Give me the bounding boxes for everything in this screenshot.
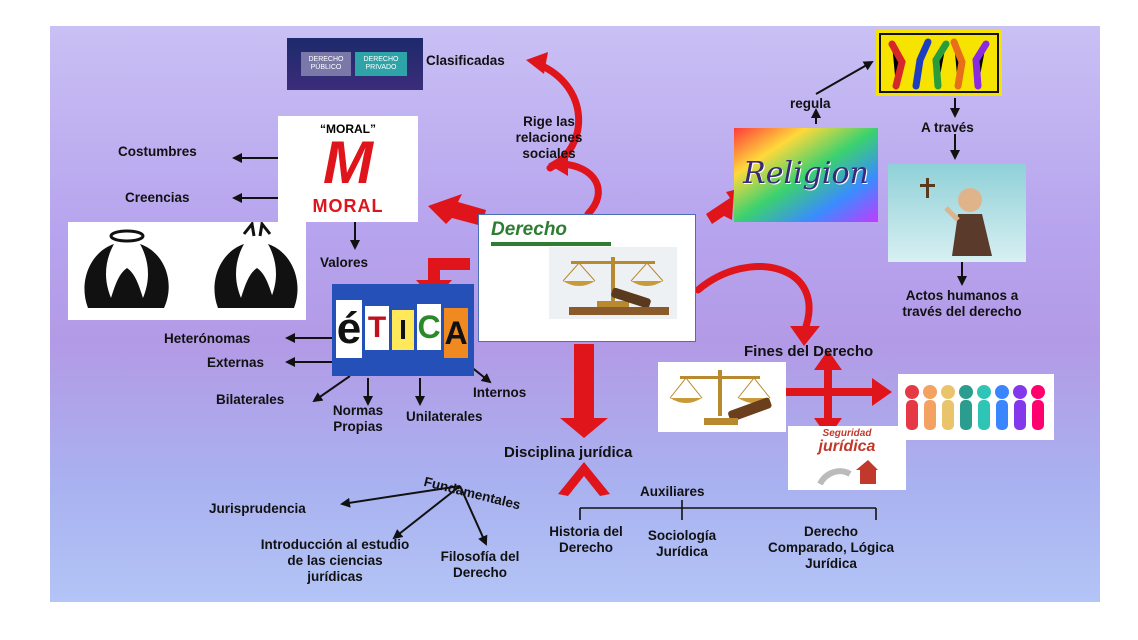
religion-image: Religion bbox=[734, 128, 878, 222]
scales-gavel-icon bbox=[669, 370, 772, 425]
red-cross-vertical bbox=[814, 350, 842, 438]
derecho-privado-text: DERECHO PRIVADO bbox=[363, 56, 399, 71]
label-valores: Valores bbox=[320, 255, 369, 270]
moral-letter: M bbox=[323, 129, 373, 196]
people-image bbox=[898, 374, 1054, 440]
label-a-traves: A través bbox=[921, 120, 974, 135]
dancers-image bbox=[876, 30, 1002, 96]
moral-word: MORAL bbox=[312, 196, 384, 216]
religion-title: Religion bbox=[743, 156, 869, 191]
derecho-title: Derecho bbox=[491, 219, 568, 240]
label-actos: Actos humanos a través del derecho bbox=[902, 288, 1022, 319]
etica-letter-1: é bbox=[336, 300, 362, 358]
red-arrow-down bbox=[560, 344, 608, 438]
label-regula: regula bbox=[790, 96, 831, 111]
label-unilaterales: Unilaterales bbox=[406, 409, 483, 424]
etica-image: é T I C A bbox=[332, 284, 474, 376]
etica-letter-4: C bbox=[417, 304, 441, 350]
arrow-to-introduccion bbox=[392, 485, 461, 540]
derecho-classification-image: DERECHO PÚBLICO DERECHO PRIVADO bbox=[287, 38, 423, 90]
arrow-to-dancers bbox=[815, 61, 874, 95]
label-comparado: Derecho Comparado, Lógica Jurídica bbox=[767, 524, 894, 571]
seguridad-line2: jurídica bbox=[818, 438, 876, 455]
label-filosofia: Filosofía del Derecho bbox=[440, 549, 520, 580]
scales-of-justice-icon bbox=[549, 247, 677, 319]
label-bilaterales: Bilaterales bbox=[216, 392, 285, 407]
label-heteronomas: Heterónomas bbox=[164, 331, 251, 346]
red-head-rige bbox=[548, 152, 568, 176]
derecho-publico-text: DERECHO PÚBLICO bbox=[308, 56, 344, 71]
red-head-clasificadas bbox=[526, 52, 548, 74]
red-arrow-to-religion bbox=[706, 190, 734, 224]
etica-letter-5: A bbox=[444, 308, 468, 358]
label-clasificadas: Clasificadas bbox=[426, 53, 505, 68]
auxiliares-bracket bbox=[579, 500, 877, 520]
concept-map: DERECHO PÚBLICO DERECHO PRIVADO Clasific… bbox=[50, 26, 1100, 602]
arrow-to-jurisprudencia bbox=[340, 485, 461, 508]
derecho-publico-box: DERECHO PÚBLICO bbox=[301, 52, 351, 76]
label-introduccion: Introducción al estudio de las ciencias … bbox=[260, 537, 410, 584]
people-chain-icon bbox=[905, 385, 1045, 430]
red-arrow-to-moral bbox=[428, 194, 486, 226]
etica-letters: é T I C A bbox=[336, 300, 468, 358]
praying-person-icon bbox=[920, 178, 992, 256]
praying-image bbox=[888, 164, 1026, 262]
house-hand-icon bbox=[817, 460, 878, 486]
religion-mosaic-icon bbox=[734, 128, 878, 222]
derecho-title-underline bbox=[491, 242, 611, 246]
derecho-center-card: Derecho bbox=[478, 214, 696, 342]
label-creencias: Creencias bbox=[125, 190, 190, 205]
label-normas-propias: Normas Propias bbox=[332, 403, 384, 434]
red-curve-rige bbox=[558, 160, 602, 218]
label-fines-del-derecho: Fines del Derecho bbox=[744, 343, 874, 360]
red-curve-fines bbox=[694, 263, 813, 336]
label-disciplina-juridica: Disciplina jurídica bbox=[504, 444, 633, 461]
seguridad-juridica-image: Seguridad jurídica bbox=[788, 426, 906, 490]
angel-devil-image bbox=[68, 220, 306, 320]
etica-letter-2: T bbox=[365, 306, 389, 350]
red-head-fines bbox=[790, 326, 820, 346]
arrow-to-filosofia bbox=[459, 485, 488, 546]
angel-devil-icon bbox=[84, 220, 298, 308]
label-sociologia: Sociología Jurídica bbox=[647, 528, 717, 559]
scales-image bbox=[549, 247, 677, 319]
seguridad-line1: Seguridad bbox=[822, 428, 872, 439]
label-externas: Externas bbox=[207, 355, 265, 370]
red-chevron-split bbox=[558, 462, 610, 496]
derecho-privado-box: DERECHO PRIVADO bbox=[355, 52, 407, 76]
etica-letter-3: I bbox=[392, 310, 414, 350]
label-rige: Rige las relaciones sociales bbox=[515, 114, 583, 161]
label-jurisprudencia: Jurisprudencia bbox=[209, 501, 306, 516]
dancers-icon bbox=[879, 33, 999, 93]
moral-image: “MORAL” M MORAL bbox=[278, 116, 418, 222]
label-costumbres: Costumbres bbox=[118, 144, 197, 159]
scales-gavel-image bbox=[658, 362, 786, 432]
label-auxiliares: Auxiliares bbox=[640, 484, 705, 499]
label-historia: Historia del Derecho bbox=[549, 524, 623, 555]
label-internos: Internos bbox=[473, 385, 527, 400]
arrow-to-bilaterales bbox=[312, 375, 351, 403]
moral-quote: “MORAL” bbox=[320, 122, 376, 136]
